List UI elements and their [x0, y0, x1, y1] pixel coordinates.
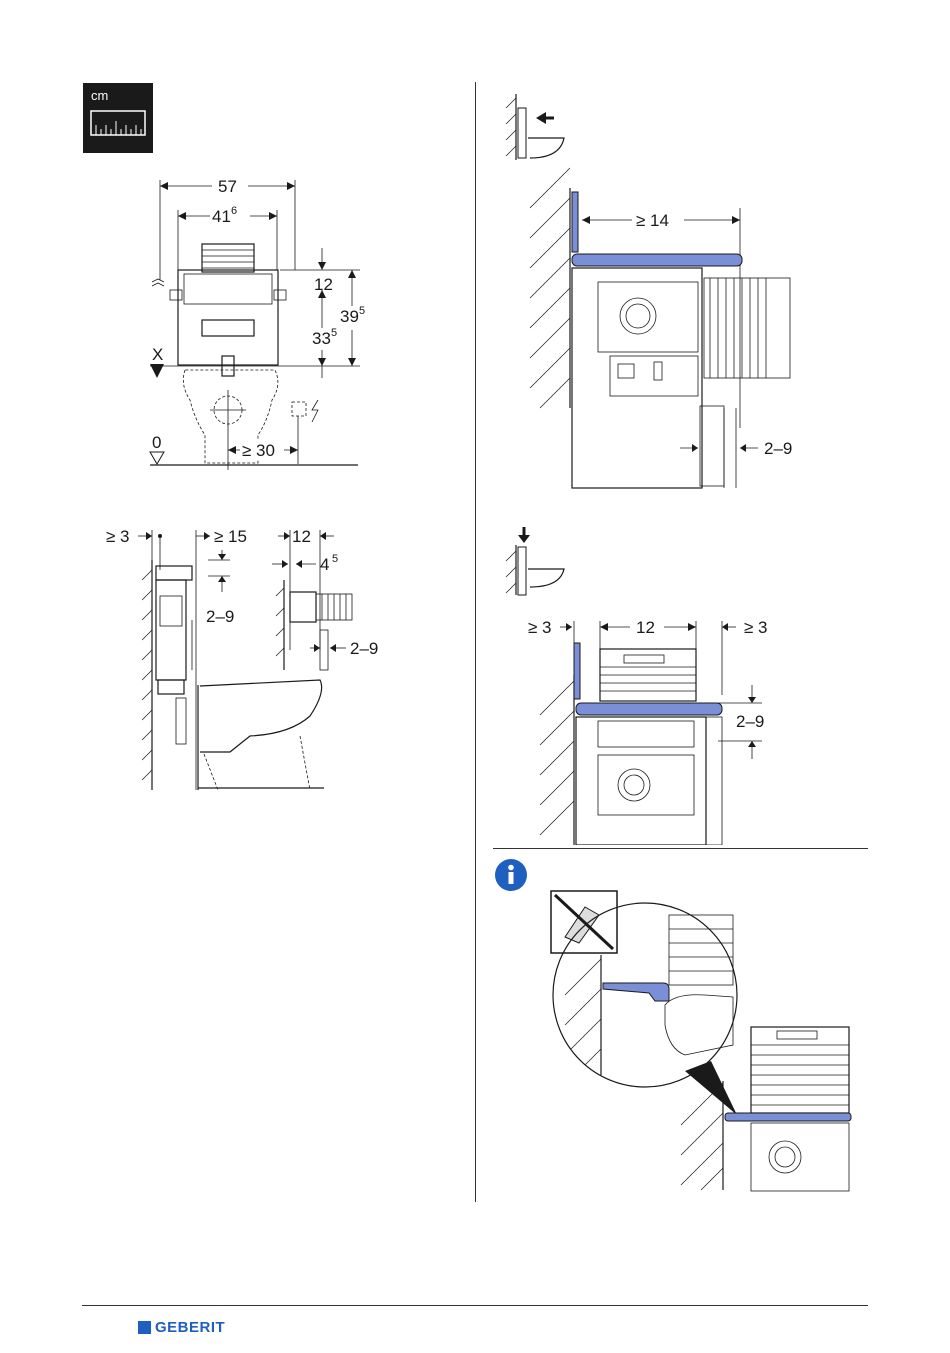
dim-inset-sup: 5 [332, 553, 338, 565]
dim-side-distance: ≥ 30 [242, 441, 275, 460]
dim-min-distance: ≥ 14 [636, 211, 669, 230]
side-views-diagram: ≥ 3 ≥ 15 2–9 12 4 5 [100, 520, 400, 800]
dim-panel-range-b: 2–9 [350, 639, 378, 658]
dim-top-panel-range: 2–9 [764, 439, 792, 458]
ruler-icon [83, 83, 153, 153]
brand-name: GEBERIT [155, 1319, 225, 1336]
info-icon [494, 858, 528, 892]
dim-width-total: 57 [218, 177, 237, 196]
dim-height-lower: 33 [312, 329, 331, 348]
dim-width-12: 12 [636, 618, 655, 637]
column-divider [475, 82, 476, 1202]
footer-rule [82, 1305, 868, 1306]
dim-height-total-sup: 5 [359, 305, 365, 317]
info-separator [493, 848, 868, 849]
dim-height-lower-sup: 5 [331, 327, 337, 339]
svg-text:GEBERIT: GEBERIT [208, 325, 244, 334]
dim-depth: 12 [292, 527, 311, 546]
dim-right-gap: ≥ 3 [744, 618, 768, 637]
dim-left-gap: ≥ 3 [528, 618, 552, 637]
info-diagram [545, 885, 855, 1195]
dim-width-inner-sup: 6 [231, 205, 237, 217]
brand-logo: GEBERIT [138, 1319, 225, 1336]
brand-square-icon [138, 1321, 151, 1334]
mid-right-diagram: ≥ 3 12 ≥ 3 2–9 [500, 525, 820, 845]
top-right-diagram: ≥ 14 2–9 [500, 88, 820, 498]
dim-wall-gap: ≥ 3 [106, 527, 130, 546]
dim-height-total: 39 [340, 307, 359, 326]
front-view-diagram: 57 41 6 GEBERIT 12 39 5 33 5 X [140, 170, 370, 480]
marker-zero: 0 [152, 433, 161, 452]
dim-width-inner: 41 [212, 207, 231, 226]
dim-panel-range-a: 2–9 [206, 607, 234, 626]
marker-x: X [152, 345, 163, 364]
unit-badge: cm [83, 83, 153, 153]
dim-top-offset: 12 [314, 275, 333, 294]
dim-toilet-gap: ≥ 15 [214, 527, 247, 546]
dim-inset: 4 [320, 555, 329, 574]
dim-mid-panel-range: 2–9 [736, 712, 764, 731]
